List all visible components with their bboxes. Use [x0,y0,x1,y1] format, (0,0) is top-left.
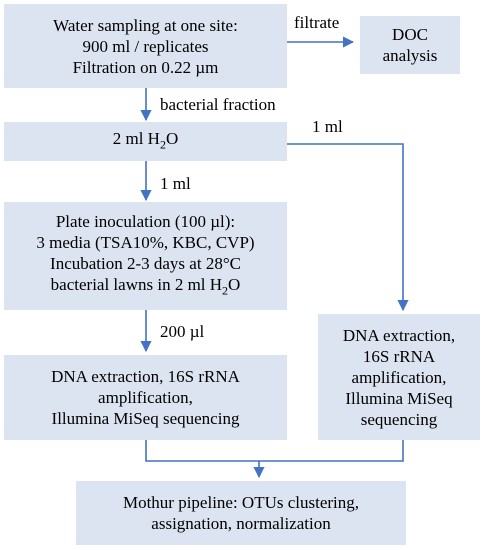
dna-right-line-2: 16S rRNA [362,346,436,366]
mothur-line-2: assignation, normalization [151,514,331,533]
connector-left-to-join [145,440,404,462]
h2o-2ml-subscript: 2 [159,137,166,152]
dna-extraction-left-box: DNA extraction, 16S rRNA amplification, … [4,355,287,440]
dna-right-line-3: amplification, [351,367,447,387]
plate-inoculation-line-4-prefix: bacterial lawns in 2 ml H [50,274,223,294]
h2o-2ml-text: 2 ml H2O [4,128,287,155]
h2o-2ml-box: 2 ml H2O [4,122,287,161]
label-bacterial-fraction: bacterial fraction [160,95,276,114]
label-200ul: 200 µl [160,322,205,341]
water-sampling-line-1: Water sampling at one site: [53,15,238,35]
plate-inoculation-line-3: Incubation 2-3 days at 28°C [50,253,241,273]
h2o-2ml-prefix: 2 ml H [112,128,160,148]
doc-analysis-line-1: DOC [392,25,428,44]
plate-inoculation-line-2: 3 media (TSA10%, KBC, CVP) [36,232,255,252]
doc-analysis-box: DOC analysis [360,16,460,74]
mothur-pipeline-box: Mothur pipeline: OTUs clustering, assign… [76,481,406,545]
dna-right-line-1: DNA extraction, [342,325,456,345]
dna-left-line-1: DNA extraction, 16S rRNA [51,367,240,386]
plate-inoculation-line-4: bacterial lawns in 2 ml H2O [4,274,287,301]
plate-inoculation-line-4-suffix: O [228,274,241,294]
plate-inoculation-line-1: Plate inoculation (100 µl): [55,211,236,231]
doc-analysis-line-2: analysis [382,46,438,65]
dna-right-line-4: Illumina MiSeq [345,388,453,408]
label-filtrate: filtrate [294,13,340,32]
dna-right-line-5: sequencing [360,409,438,429]
water-sampling-box: Water sampling at one site: 900 ml / rep… [4,4,287,88]
dna-left-line-2: amplification, [98,388,193,407]
plate-inoculation-line-4-subscript: 2 [222,283,229,298]
water-sampling-line-3: Filtration on 0.22 µm [72,57,219,77]
mothur-line-1: Mothur pipeline: OTUs clustering, [122,493,360,512]
label-1ml-right: 1 ml [312,117,343,136]
h2o-2ml-suffix: O [165,128,179,148]
plate-inoculation-box: Plate inoculation (100 µl): 3 media (TSA… [4,202,287,310]
arrow-1ml-right [287,143,409,312]
dna-extraction-right-box: DNA extraction, 16S rRNA amplification, … [318,314,480,440]
label-1ml-down: 1 ml [160,174,191,193]
dna-left-line-3: Illumina MiSeq sequencing [51,409,240,428]
water-sampling-line-2: 900 ml / replicates [82,36,209,56]
